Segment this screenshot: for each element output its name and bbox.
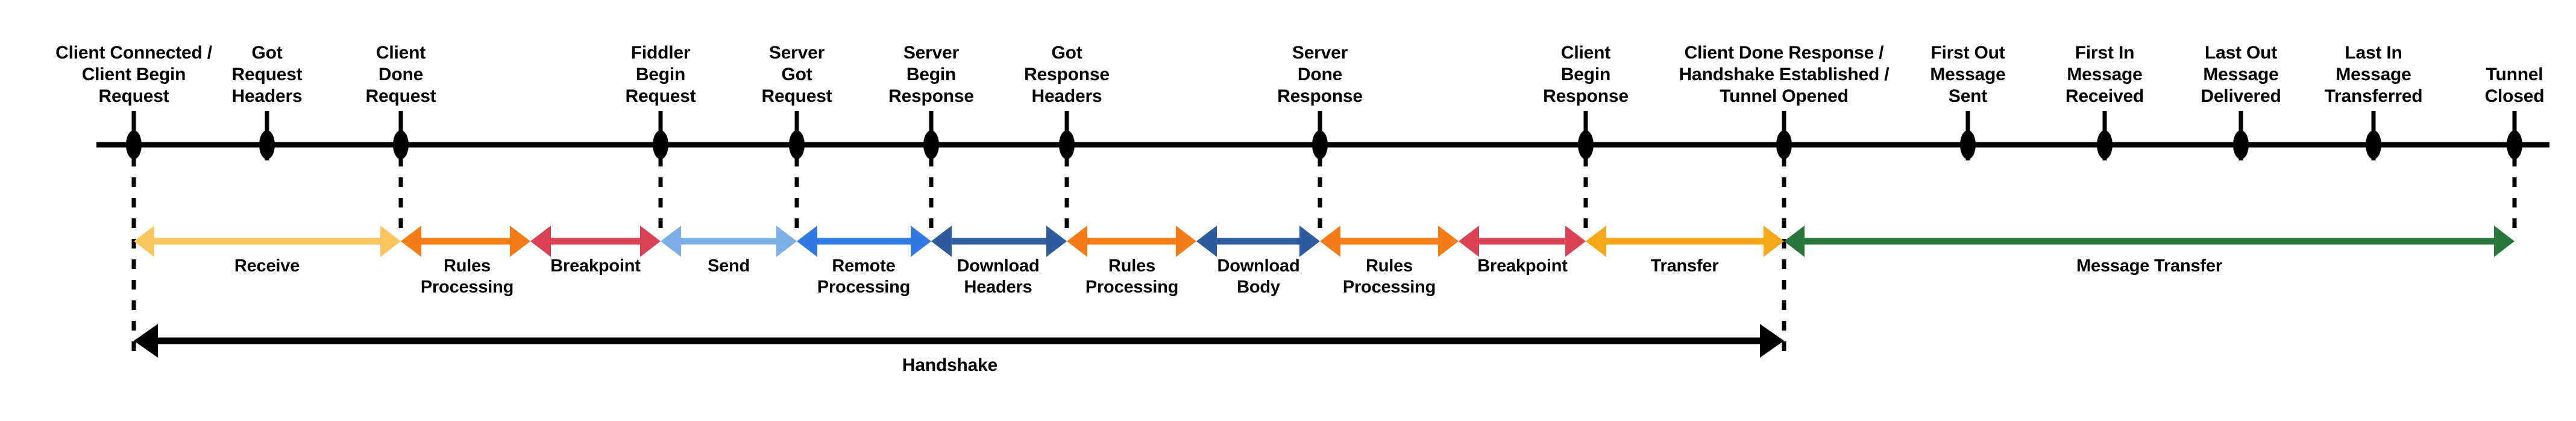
segment-arrow-rules-processing-1 [401, 226, 530, 257]
segment-arrow-download-body [1196, 226, 1320, 257]
segment-label-message-transfer: Message Transfer [2076, 256, 2222, 276]
segment-arrow-transfer-head-left [1586, 226, 1606, 257]
segment-label-download-headers: Download Headers [957, 256, 1040, 297]
event-marker-server-got-request[interactable] [789, 130, 805, 159]
segment-arrow-rules-processing-2-head-right [1176, 226, 1196, 257]
event-label-tunnel-closed: Tunnel Closed [2484, 65, 2545, 106]
event-label-fiddler-begin-request: Fiddler Begin Request [625, 43, 696, 106]
segment-arrow-rules-processing-2-head-left [1067, 226, 1087, 257]
segment-arrow-rules-processing-1-head-right [510, 226, 530, 257]
event-marker-first-out-message-sent[interactable] [1960, 130, 1976, 159]
segment-arrow-send [661, 226, 797, 257]
event-label-client-connected: Client Connected / Client Begin Request [55, 43, 212, 106]
segment-label-breakpoint-1: Breakpoint [550, 256, 641, 276]
event-marker-fiddler-begin-request[interactable] [653, 130, 668, 159]
event-marker-server-begin-response[interactable] [923, 130, 939, 159]
event-label-server-got-request: Server Got Request [761, 43, 832, 106]
segment-arrow-breakpoint-2-head-left [1459, 226, 1479, 257]
segment-arrow-send-head-right [776, 226, 797, 257]
segment-label-receive: Receive [234, 256, 300, 276]
segment-arrow-transfer [1586, 226, 1784, 257]
segment-arrow-breakpoint-1-head-left [530, 226, 551, 257]
segment-label-send: Send [707, 256, 750, 276]
segment-arrow-download-headers-head-right [1046, 226, 1067, 257]
segment-arrow-rules-processing-3 [1320, 226, 1459, 257]
event-marker-server-done-response[interactable] [1312, 130, 1328, 159]
segment-arrow-download-body-head-left [1196, 226, 1217, 257]
event-marker-got-request-headers[interactable] [259, 130, 275, 159]
segment-arrow-breakpoint-1-head-right [640, 226, 661, 257]
span-label-handshake: Handshake [902, 355, 998, 375]
event-marker-last-in-message-transferred[interactable] [2366, 130, 2381, 159]
event-label-server-begin-response: Server Begin Response [888, 43, 974, 106]
event-marker-tunnel-closed[interactable] [2507, 130, 2522, 159]
event-label-last-out-message-delivered: Last Out Message Delivered [2201, 43, 2281, 106]
segment-arrow-message-transfer [1784, 226, 2515, 257]
segment-arrow-receive [134, 226, 401, 257]
event-marker-client-connected[interactable] [126, 130, 142, 159]
span-arrow-handshake [134, 324, 1784, 358]
event-label-client-done-request: Client Done Request [365, 43, 436, 106]
event-label-client-begin-response: Client Begin Response [1543, 43, 1629, 106]
event-marker-client-done-response[interactable] [1776, 130, 1792, 159]
segment-arrow-download-headers [931, 226, 1067, 257]
segment-arrow-breakpoint-2-head-right [1565, 226, 1586, 257]
segment-arrow-transfer-head-right [1764, 226, 1784, 257]
event-label-first-out-message-sent: First Out Message Sent [1930, 43, 2006, 106]
segment-arrow-remote-processing-head-left [797, 226, 817, 257]
span-arrow-handshake-head-right [1760, 324, 1784, 358]
segment-arrow-message-transfer-head-left [1784, 226, 1805, 257]
event-label-got-request-headers: Got Request Headers [231, 43, 303, 106]
event-label-server-done-response: Server Done Response [1277, 43, 1363, 106]
segment-arrow-breakpoint-1 [530, 226, 661, 257]
event-marker-got-response-headers[interactable] [1059, 130, 1075, 159]
segment-label-transfer: Transfer [1650, 256, 1719, 276]
segment-arrow-receive-head-left [134, 226, 154, 257]
event-label-got-response-headers: Got Response Headers [1024, 43, 1110, 106]
segment-arrow-message-transfer-head-right [2494, 226, 2515, 257]
event-marker-client-done-request[interactable] [393, 130, 409, 159]
event-marker-first-in-message-received[interactable] [2097, 130, 2113, 159]
segment-label-rules-processing-2: Rules Processing [1085, 256, 1179, 297]
event-label-client-done-response: Client Done Response / Handshake Establi… [1679, 43, 1890, 106]
segment-label-rules-processing-1: Rules Processing [420, 256, 514, 297]
segment-label-download-body: Download Body [1217, 256, 1300, 297]
event-marker-client-begin-response[interactable] [1578, 130, 1594, 159]
event-marker-last-out-message-delivered[interactable] [2233, 130, 2249, 159]
segment-arrow-rules-processing-3-head-right [1438, 226, 1459, 257]
segment-arrow-send-head-left [661, 226, 681, 257]
segment-arrow-rules-processing-2 [1067, 226, 1196, 257]
segment-arrow-download-headers-head-left [931, 226, 952, 257]
segment-arrow-receive-head-right [380, 226, 401, 257]
segment-arrow-remote-processing-head-right [911, 226, 931, 257]
segment-label-breakpoint-2: Breakpoint [1477, 256, 1568, 276]
event-label-last-in-message-transferred: Last In Message Transferred [2324, 43, 2423, 106]
segment-arrow-breakpoint-2 [1459, 226, 1586, 257]
segment-arrow-download-body-head-right [1299, 226, 1320, 257]
segment-arrow-remote-processing [797, 226, 931, 257]
event-label-first-in-message-received: First In Message Received [2065, 43, 2144, 106]
span-arrow-handshake-head-left [134, 324, 158, 358]
segment-label-remote-processing: Remote Processing [817, 256, 911, 297]
segment-arrow-rules-processing-1-head-left [401, 226, 421, 257]
segment-arrow-rules-processing-3-head-left [1320, 226, 1340, 257]
segment-label-rules-processing-3: Rules Processing [1342, 256, 1436, 297]
